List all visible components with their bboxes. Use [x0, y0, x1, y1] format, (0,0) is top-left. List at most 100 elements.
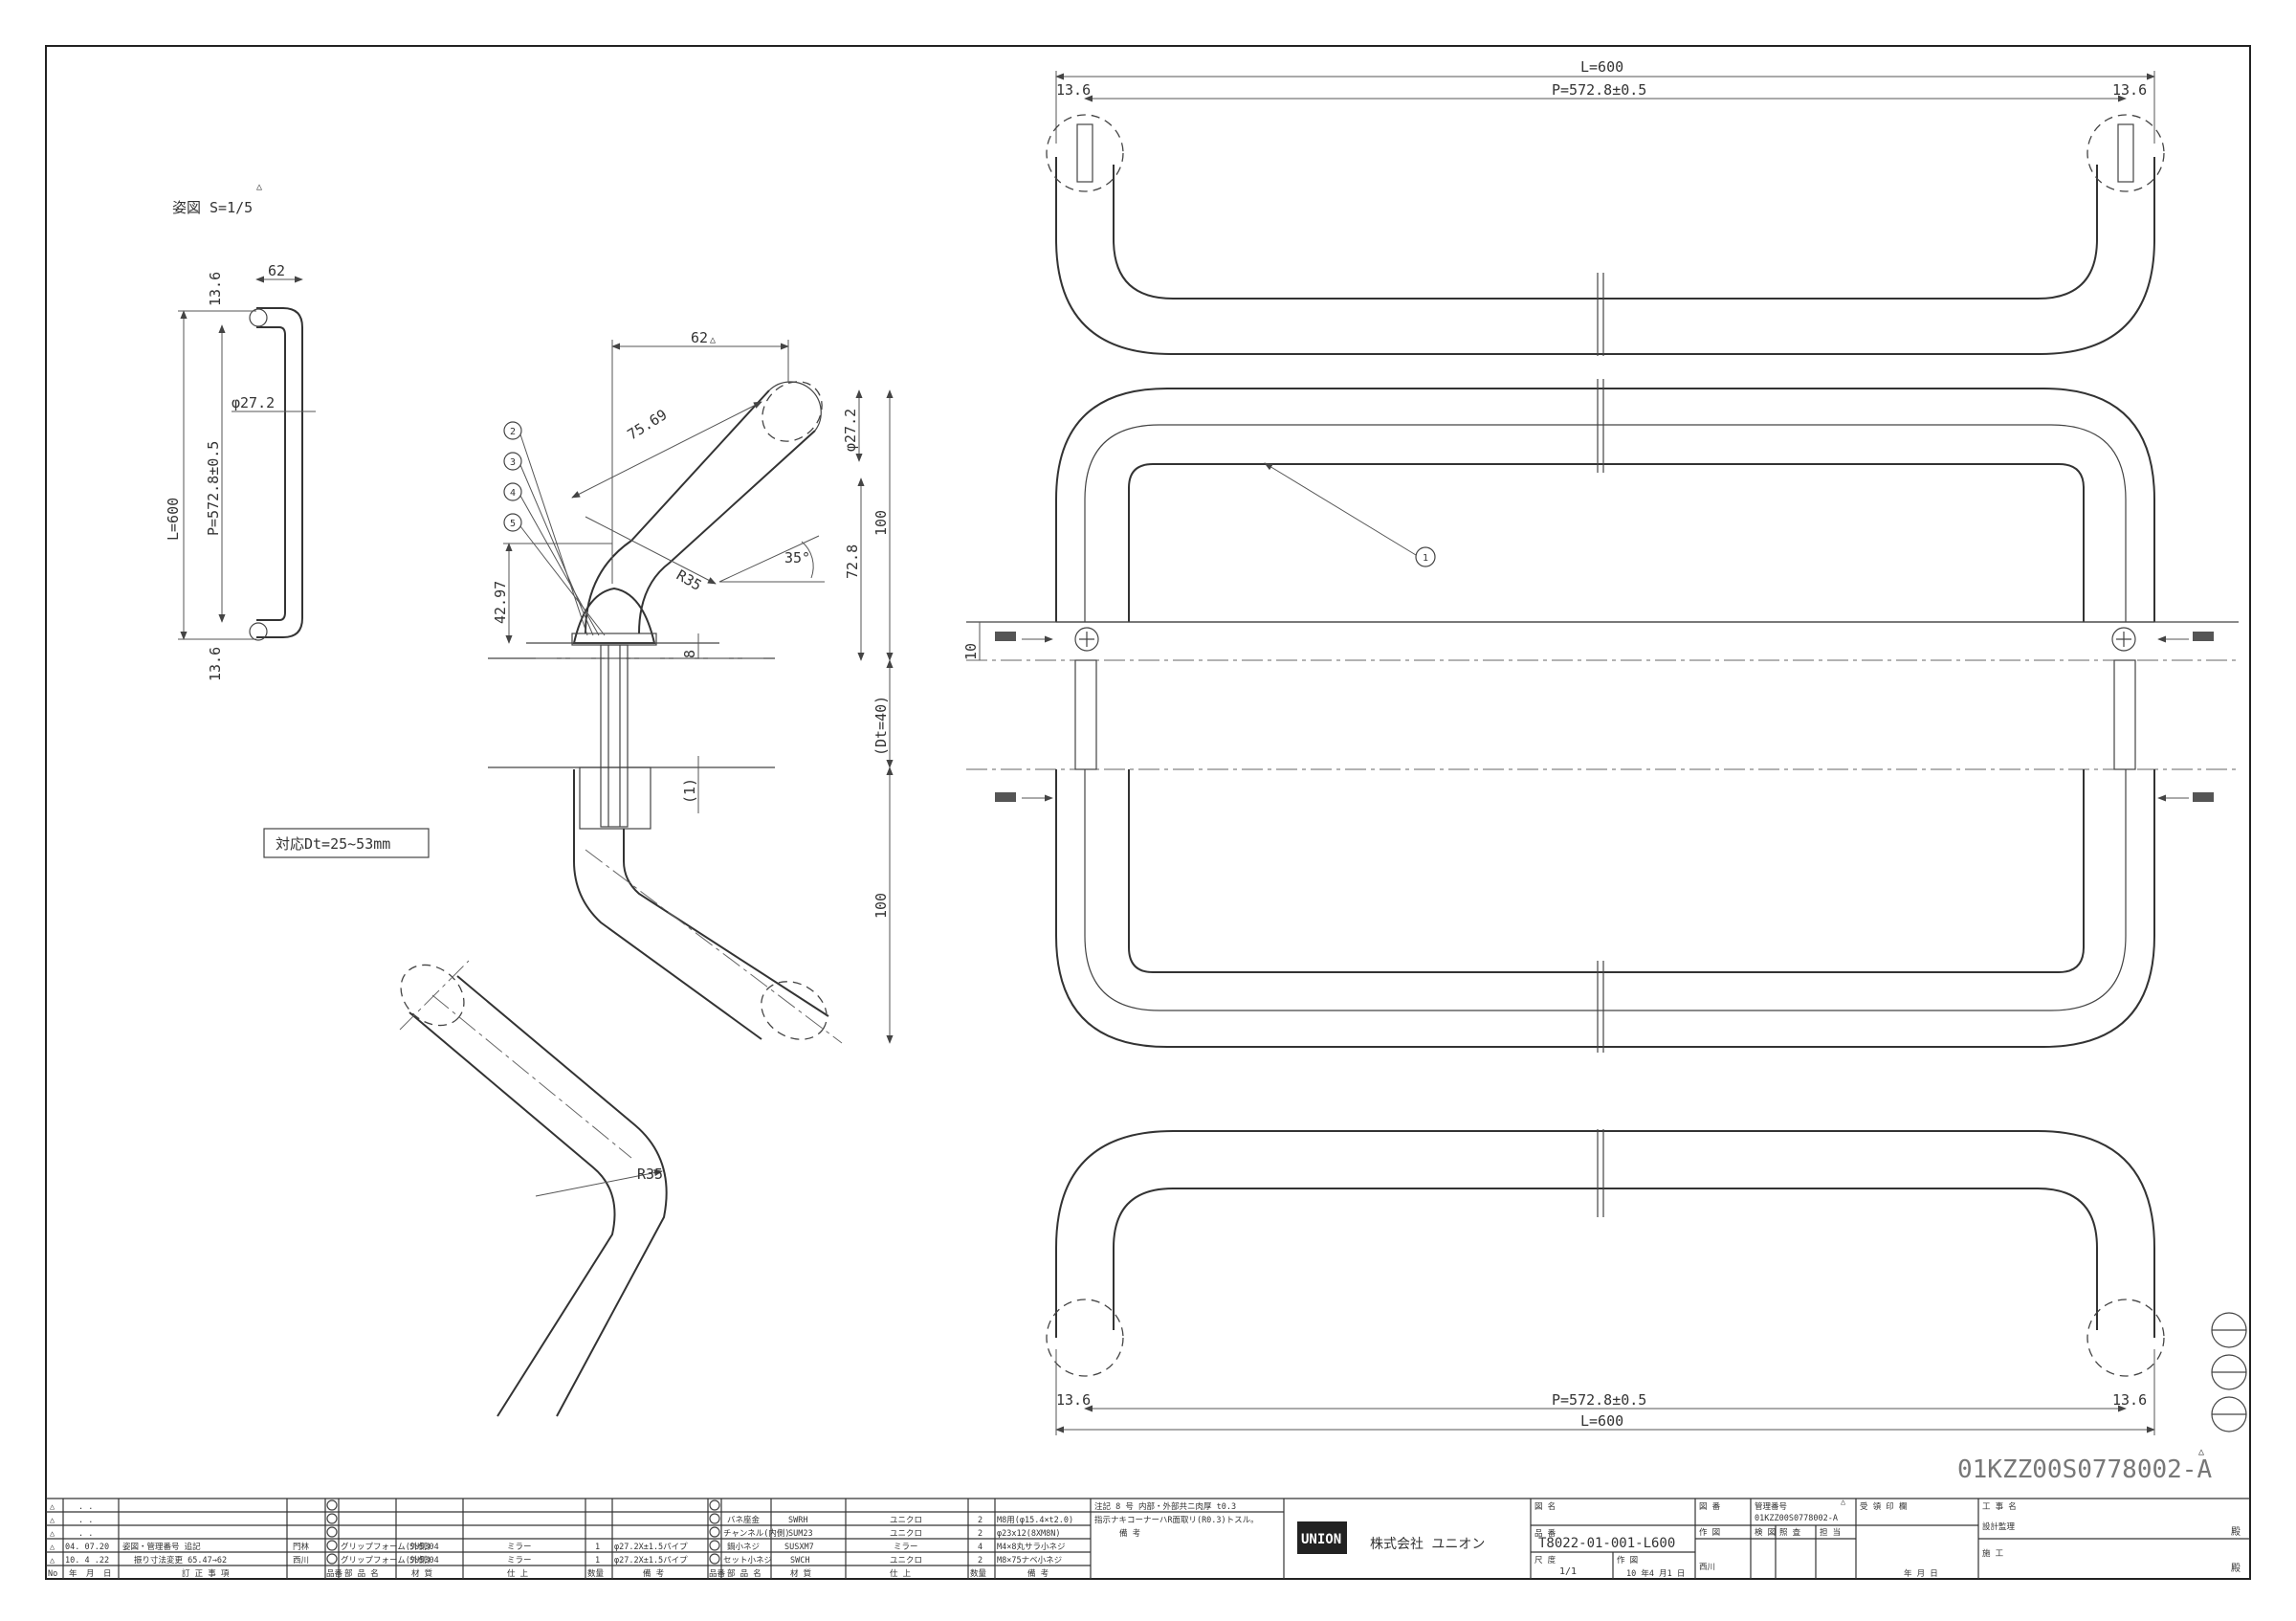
svg-text:SWRH: SWRH	[788, 1516, 807, 1525]
svg-text:△: △	[50, 1502, 55, 1512]
svg-text:2: 2	[978, 1516, 982, 1525]
svg-text:5: 5	[510, 519, 516, 529]
note-line-2: 指示ナキコーナーハR面取リ(R0.3)トスル。	[1094, 1515, 1259, 1525]
svg-text:△: △	[50, 1543, 55, 1552]
notes-block: 注記 8 号 内部・外部共ニ肉厚 t0.3 指示ナキコーナーハR面取リ(R0.3…	[1091, 1499, 1285, 1579]
svg-text:△: △	[50, 1556, 55, 1565]
dim-r35-detail: R35	[637, 1166, 663, 1183]
drafter: 西川	[1699, 1563, 1715, 1572]
dim-P-bottom: P=572.8±0.5	[1552, 1391, 1646, 1409]
svg-text:セット小ネジ: セット小ネジ	[723, 1555, 772, 1565]
note-line-1: 注記 8 号 内部・外部共ニ肉厚 t0.3	[1094, 1501, 1236, 1512]
dim-8: 8	[681, 650, 698, 658]
svg-text:M4×8丸サラ小ネジ: M4×8丸サラ小ネジ	[997, 1542, 1065, 1552]
svg-text:. .: . .	[78, 1516, 93, 1525]
dt-range-label: 対応Dt=25~53mm	[276, 835, 390, 853]
svg-text:△: △	[50, 1516, 55, 1525]
svg-text:施 工: 施 工	[1982, 1548, 2004, 1559]
svg-text:姿図・管理番号 追記: 姿図・管理番号 追記	[122, 1542, 201, 1552]
svg-text:グリップフォーム(外側): グリップフォーム(外側)	[341, 1555, 431, 1565]
svg-text:ユニクロ: ユニクロ	[890, 1556, 922, 1565]
drawing-info-block: 図 名 品 番 T8022-01-001-L600 尺 度 1/1 作 図 10…	[1531, 1499, 1696, 1579]
svg-text:φ27.2X±1.5パイプ: φ27.2X±1.5パイプ	[614, 1556, 688, 1565]
balloon-4	[503, 482, 522, 501]
sheet-frame	[45, 45, 2251, 1580]
bend-detail-view: R35	[399, 960, 668, 1417]
svg-text:設計監理: 設計監理	[1982, 1521, 2016, 1532]
svg-text:φ27.2X±1.5パイプ: φ27.2X±1.5パイプ	[614, 1543, 688, 1552]
dim-diag: 75.69	[625, 406, 671, 443]
svg-text:1: 1	[1423, 553, 1428, 564]
dim-phi: φ27.2	[842, 409, 859, 452]
balloon-1	[1415, 546, 1436, 567]
svg-text:SUM23: SUM23	[788, 1529, 813, 1539]
plan-view-bottom: P=572.8±0.5 L=600 13.6 13.6	[1046, 1129, 2165, 1435]
svg-text:1: 1	[595, 1556, 600, 1565]
dim-end-bl: 13.6	[1056, 1391, 1091, 1409]
svg-text:M8用(φ15.4×t2.0): M8用(φ15.4×t2.0)	[997, 1516, 1073, 1525]
svg-text:図 名: 図 名	[1534, 1501, 1556, 1512]
parts-table-left: グリップフォーム(外側) SUS304 ミラー 1 φ27.2X±1.5パイプ …	[325, 1499, 709, 1579]
dim-72-8: 72.8	[844, 544, 861, 579]
svg-text:品番: 品番	[326, 1568, 343, 1579]
svg-text:仕 上: 仕 上	[890, 1568, 912, 1579]
svg-text:SUS304: SUS304	[409, 1543, 439, 1552]
svg-text:殿: 殿	[2231, 1526, 2241, 1538]
svg-text:チャンネル(内側): チャンネル(内側)	[723, 1528, 789, 1539]
svg-text:日: 日	[103, 1569, 112, 1579]
svg-text:担 当: 担 当	[1820, 1527, 1841, 1538]
svg-text:西川: 西川	[293, 1556, 309, 1565]
dim-end-tr: 13.6	[2112, 81, 2147, 99]
svg-text:3: 3	[510, 457, 516, 468]
svg-text:ミラー: ミラー	[507, 1556, 532, 1565]
svg-text:作 図: 作 図	[1699, 1527, 1720, 1538]
svg-text:殿: 殿	[2231, 1563, 2241, 1574]
svg-text:尺 度: 尺 度	[1534, 1555, 1556, 1565]
svg-text:4: 4	[510, 488, 516, 499]
dim-42-97: 42.97	[492, 581, 509, 624]
svg-text:材 質: 材 質	[411, 1568, 433, 1579]
drawing-id: 01KZZ00S0778002-A	[1957, 1455, 2212, 1484]
balloon-2	[503, 421, 522, 440]
svg-text:工 事 名: 工 事 名	[1982, 1501, 2017, 1512]
svg-text:訂 正 事 項: 訂 正 事 項	[182, 1568, 230, 1579]
dim-end-top-small: 13.6	[207, 272, 224, 306]
svg-text:SWCH: SWCH	[790, 1556, 809, 1565]
svg-text:照 査: 照 査	[1779, 1527, 1801, 1538]
svg-text:品 番: 品 番	[1534, 1528, 1556, 1539]
balloon-3	[503, 452, 522, 471]
svg-text:4: 4	[978, 1543, 982, 1552]
svg-text:ユニクロ: ユニクロ	[890, 1529, 922, 1539]
dim-phi-small: φ27.2	[232, 394, 275, 411]
dim-end-br: 13.6	[2112, 1391, 2147, 1409]
svg-text:. .: . .	[78, 1502, 93, 1512]
svg-text:門林: 門林	[293, 1542, 310, 1552]
svg-text:1: 1	[595, 1543, 600, 1552]
svg-text:△: △	[1841, 1498, 1846, 1507]
dim-P-small: P=572.8±0.5	[205, 441, 222, 536]
revisions-table: △ . . △ . . △ . . △ 04. 07.20 姿図・管理番号 追記…	[46, 1499, 326, 1579]
dim-L-bottom: L=600	[1580, 1412, 1623, 1430]
management-number: 01KZZ00S0778002-A	[1755, 1514, 1838, 1523]
svg-text:数量: 数量	[587, 1568, 605, 1579]
svg-text:SUSXM7: SUSXM7	[784, 1543, 814, 1552]
elevation-small-view: 姿図 S=1/5 △ L=600 P=572.8±0.5 13.6 13.6 6…	[165, 182, 316, 681]
svg-text:作 図: 作 図	[1617, 1555, 1638, 1565]
company-name: 株式会社 ユニオン	[1370, 1537, 1485, 1552]
svg-text:ミラー: ミラー	[507, 1543, 532, 1552]
drawing-id-rev: △	[2198, 1447, 2204, 1457]
parts-table-right: バネ座金 SWRH ユニクロ 2 M8用(φ15.4×t2.0) チャンネル(内…	[708, 1499, 1092, 1579]
dim-100-bottom: 100	[872, 893, 890, 919]
svg-text:M8×75ナベ小ネジ: M8×75ナベ小ネジ	[997, 1555, 1062, 1565]
dim-r35-side: R35	[673, 566, 704, 594]
svg-text:SUS304: SUS304	[409, 1556, 439, 1565]
dim-depth-small: 62	[268, 262, 285, 279]
balloon-5	[503, 513, 522, 532]
svg-text:ミラー: ミラー	[894, 1543, 918, 1552]
svg-text:部 品 名: 部 品 名	[344, 1568, 379, 1579]
dim-angle: 35°	[784, 549, 810, 566]
dim-L-top: L=600	[1580, 58, 1623, 76]
dim-100-top: 100	[872, 510, 890, 536]
svg-text:10. 4 .22: 10. 4 .22	[65, 1556, 109, 1565]
side-section-view: 62 △ 75.69 φ27.2 100 72.8 42.97 8 (Dt=40…	[263, 329, 894, 1044]
